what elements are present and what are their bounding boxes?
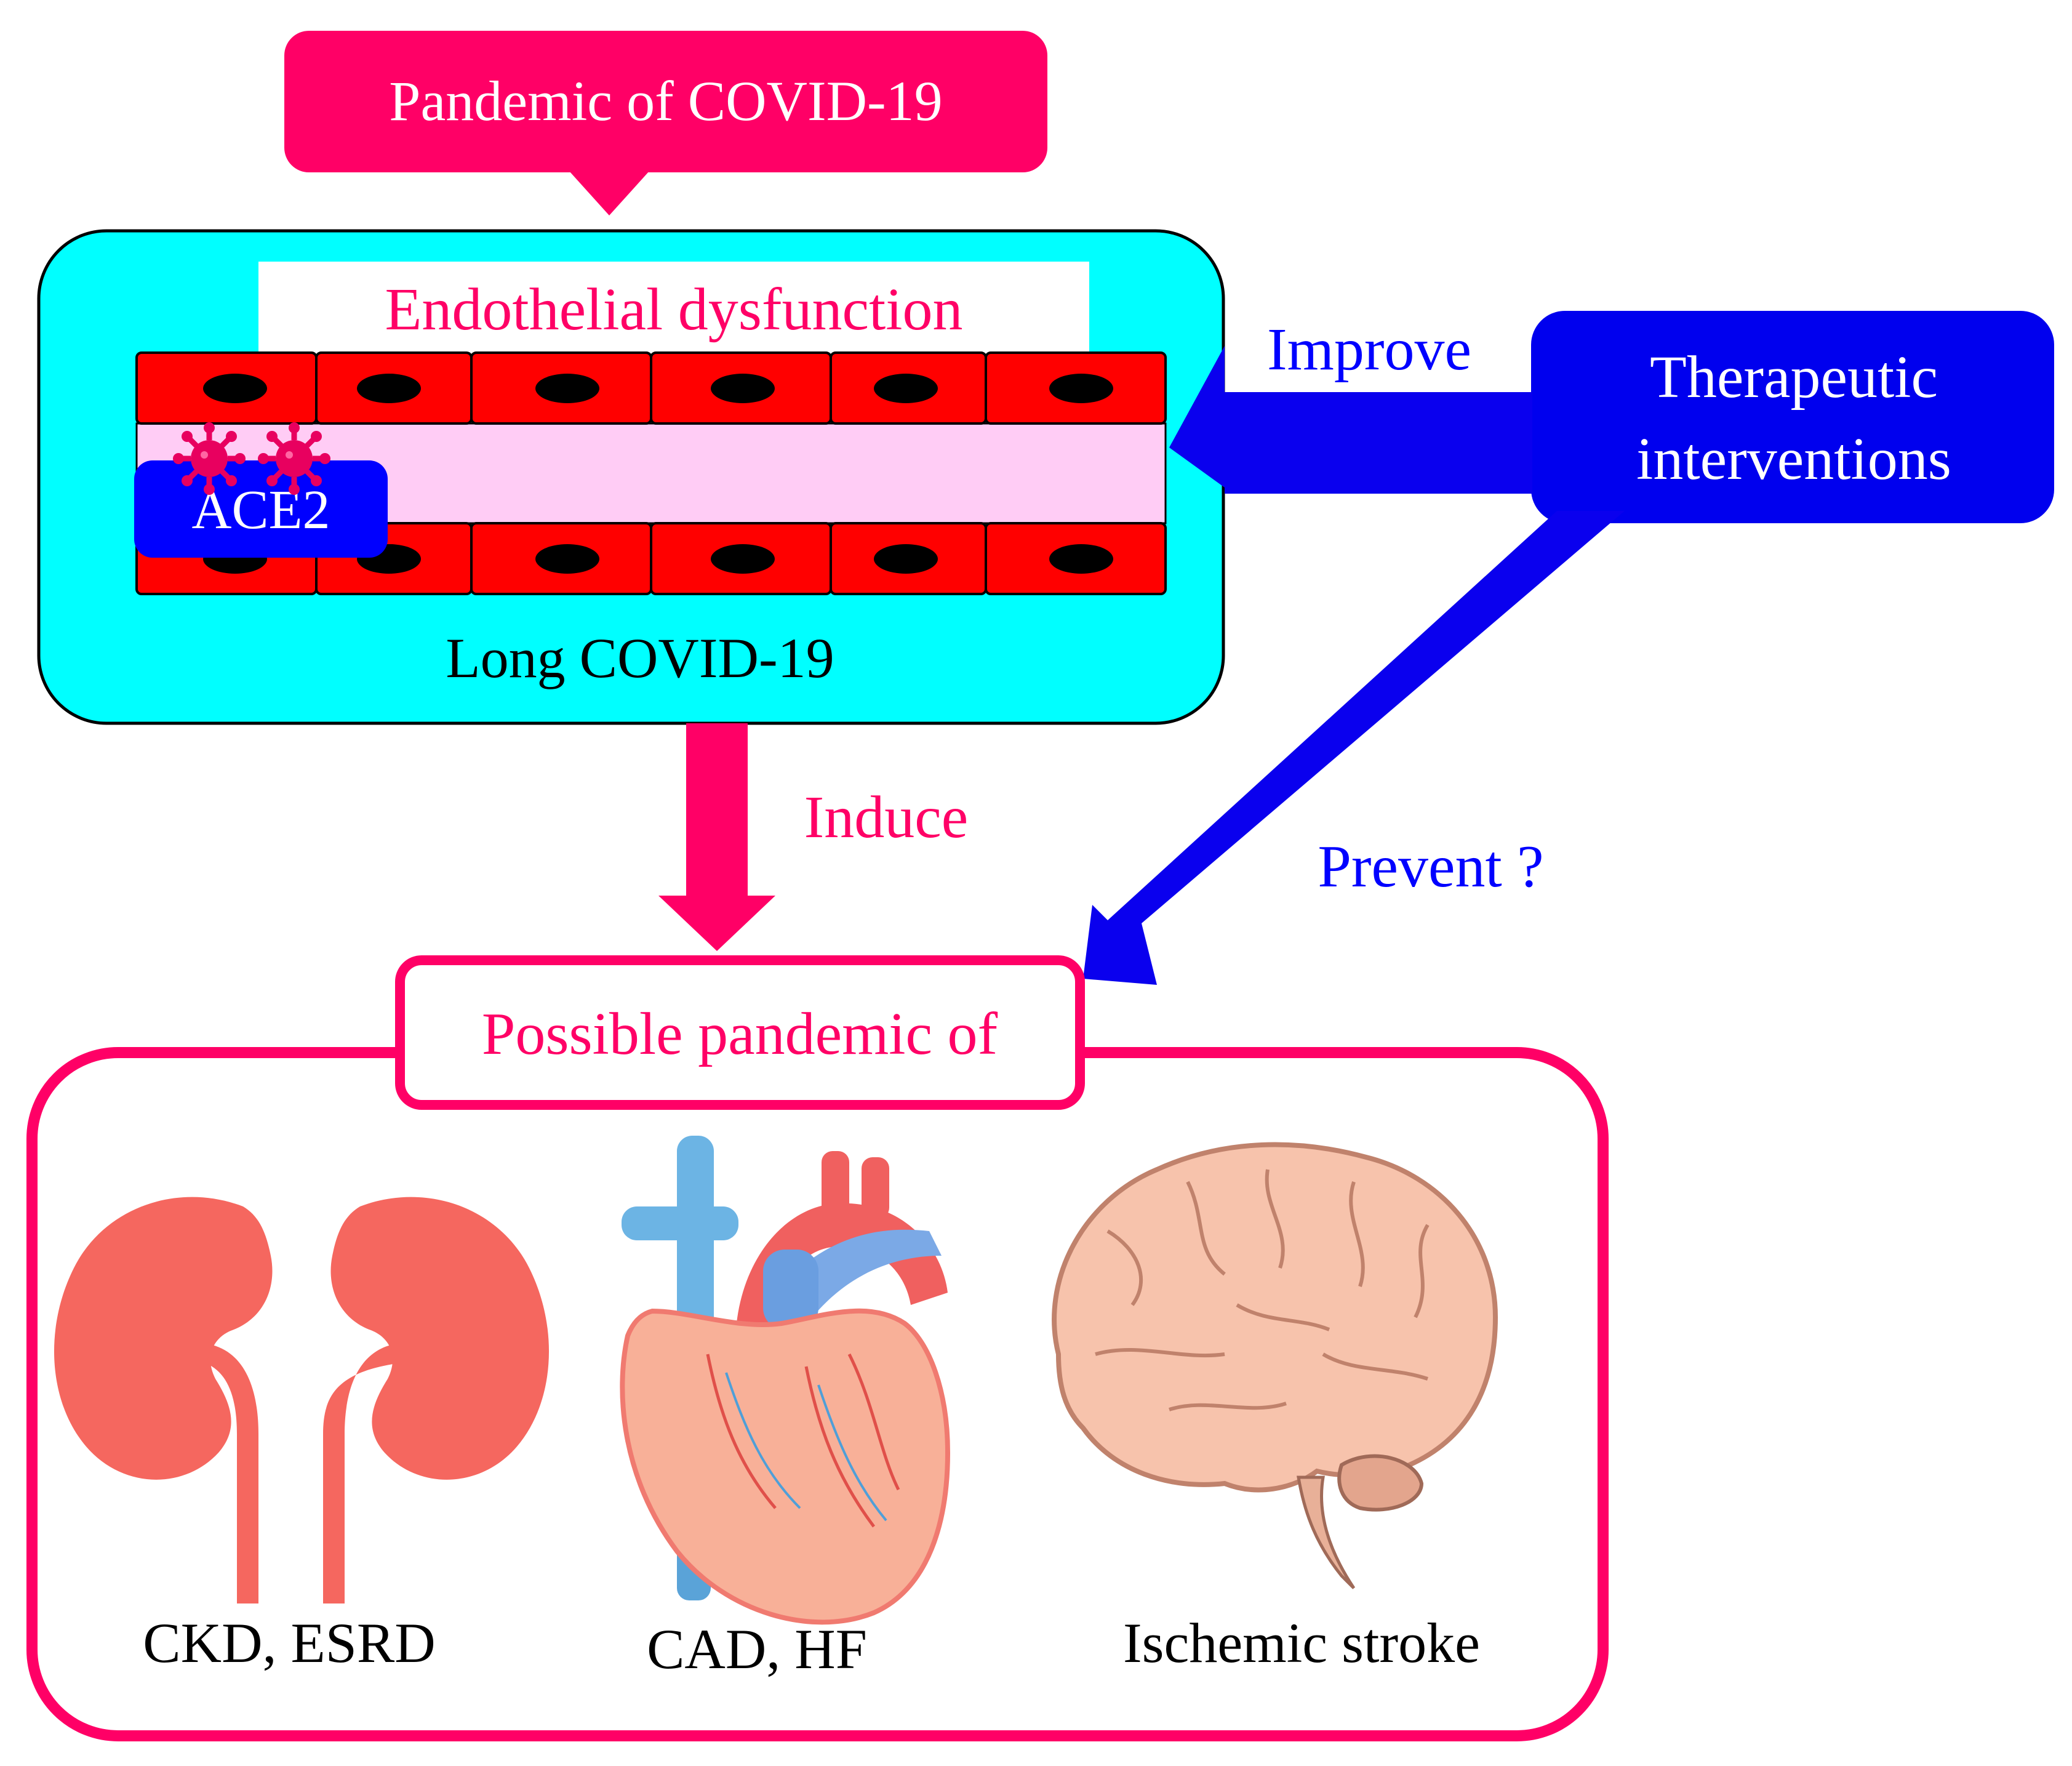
vessel-panel: Endothelial dysfunction ACE2 Long COVID-… xyxy=(37,229,1225,725)
induce-arrow xyxy=(658,723,775,951)
long-covid-caption: Long COVID-19 xyxy=(446,627,834,689)
improve-label: Improve xyxy=(1267,316,1471,383)
brain-icon xyxy=(1052,1142,1498,1589)
endothelial-title-box xyxy=(258,262,1089,360)
virus-icon-2 xyxy=(258,422,330,495)
prevent-label: Prevent ? xyxy=(1318,833,1543,900)
outcome-label-2: CAD, HF xyxy=(647,1618,867,1680)
outcome-label-1: CKD, ESRD xyxy=(143,1611,435,1674)
induce-label: Induce xyxy=(804,784,969,851)
endothelial-cell-row-top xyxy=(135,351,1167,425)
ace2-label: ACE2 xyxy=(192,480,330,540)
prevent-arrow xyxy=(1083,511,1625,985)
improve-arrow xyxy=(1169,346,1532,494)
endothelial-title: Endothelial dysfunction xyxy=(385,276,963,343)
pandemic-title: Pandemic of COVID-19 xyxy=(389,70,942,132)
virus-icon-1 xyxy=(173,422,246,495)
outcomes-title: Possible pandemic of xyxy=(482,1001,998,1067)
heart-icon xyxy=(620,1136,951,1625)
therapy-box: Therapeutic interventions xyxy=(1531,311,2054,523)
therapy-label-line2: interventions xyxy=(1636,426,1951,492)
kidneys-icon xyxy=(54,1197,550,1603)
outcome-label-3: Ischemic stroke xyxy=(1123,1611,1480,1674)
pandemic-callout: Pandemic of COVID-19 xyxy=(284,31,1047,215)
therapy-label-line1: Therapeutic xyxy=(1650,344,1938,411)
ace2-receptor xyxy=(134,460,388,558)
